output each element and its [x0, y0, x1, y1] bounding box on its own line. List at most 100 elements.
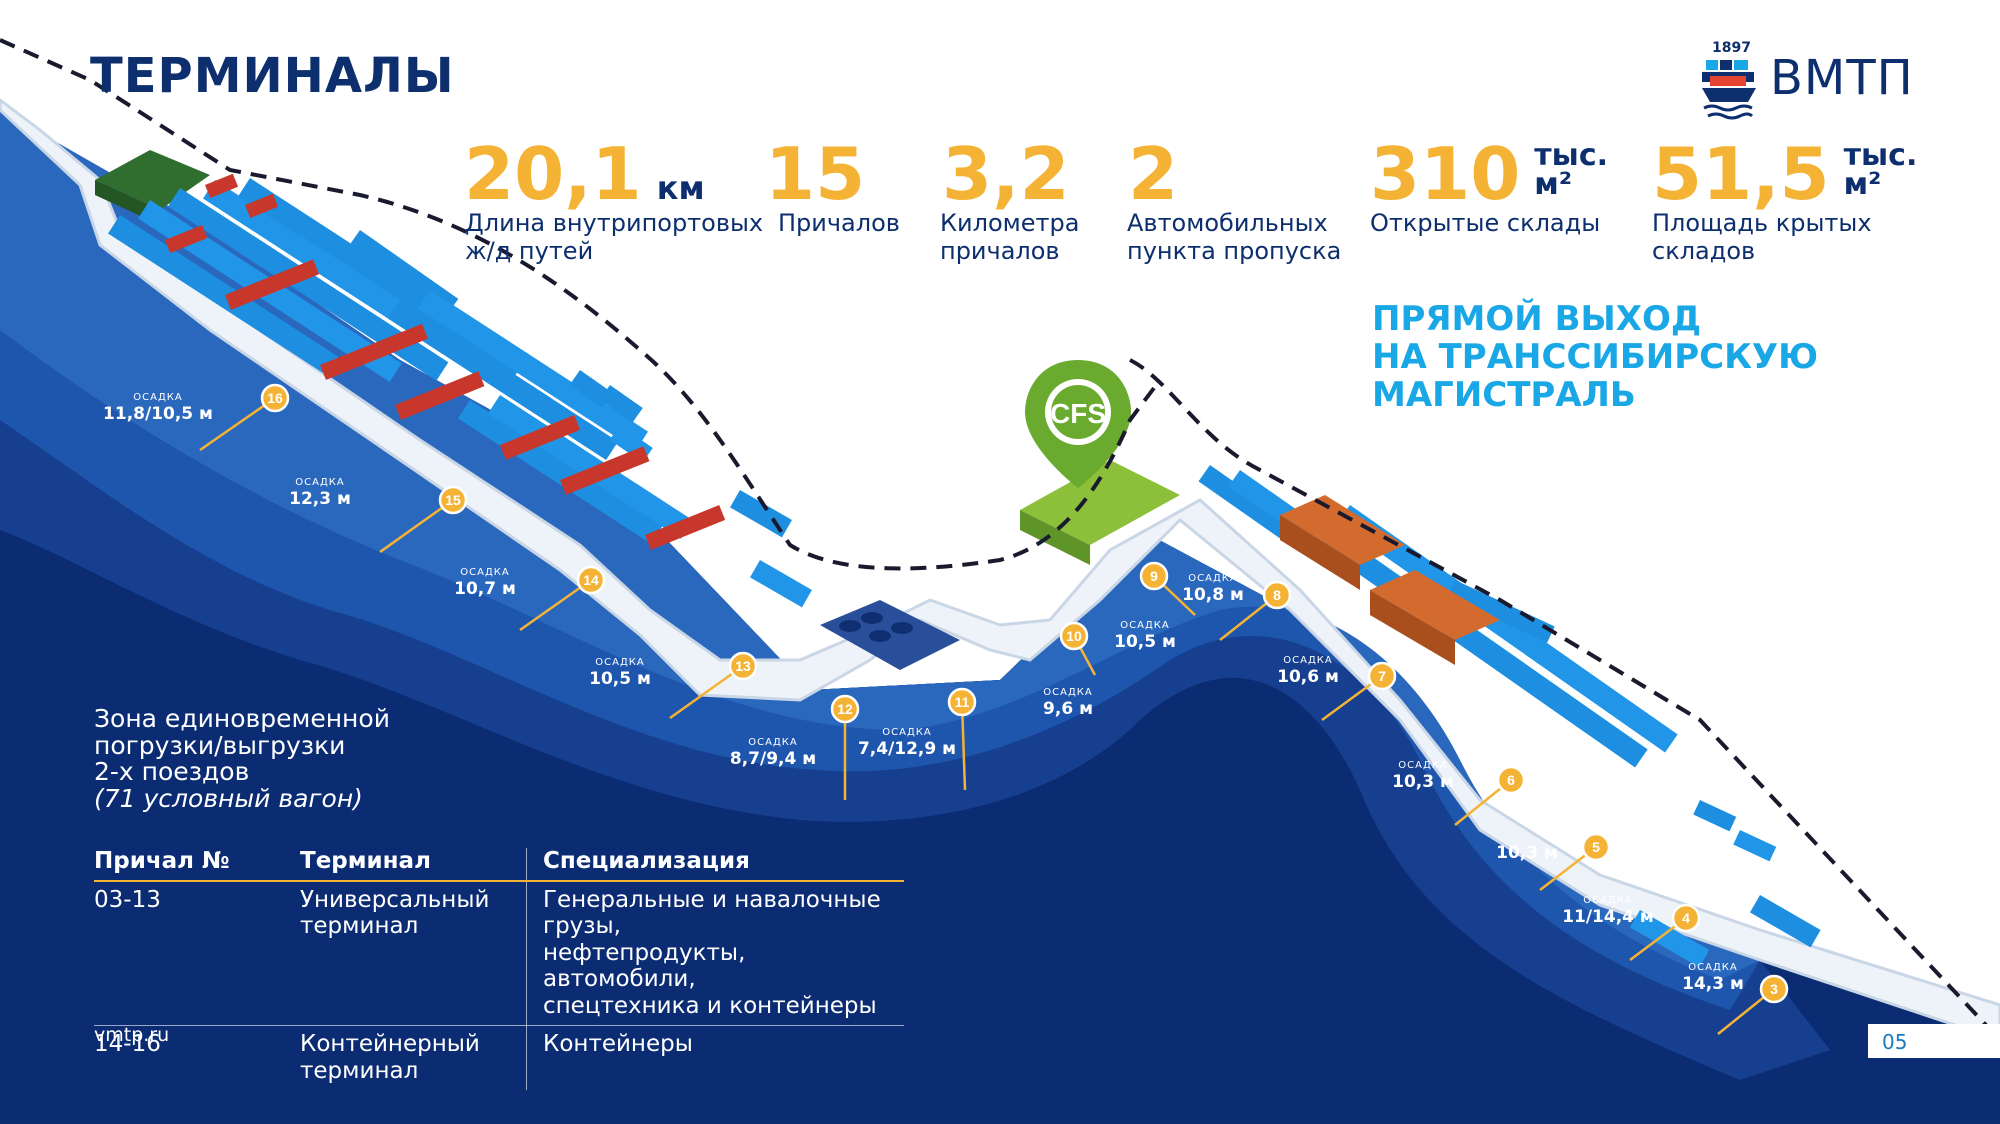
berth-marker — [1759, 974, 1789, 1004]
depth-value: 7,4/12,9 м — [857, 739, 957, 759]
stat-1-label: Длина внутрипортовых ж/д путей — [465, 209, 764, 265]
stat-5: 310 тыс. м² — [1370, 138, 1608, 210]
depth-caption: ОСАДКА — [133, 392, 183, 403]
depth-value: 11,8/10,5 м — [103, 404, 213, 424]
stat-6-unit: тыс. м² — [1843, 138, 1918, 202]
berth-number: 7 — [1378, 668, 1386, 684]
ship-logo-icon — [1702, 60, 1756, 120]
stat-4-label: Автомобильных пункта пропуска — [1127, 209, 1342, 265]
table-header-specialization: Специализация — [526, 848, 904, 882]
berth-line — [669, 664, 744, 720]
depth-value: 11/14,4 м — [1562, 907, 1654, 927]
logo-year: 1897 — [1712, 40, 1751, 56]
depth-caption: ОСАДКА — [1188, 573, 1238, 584]
berth-number: 10 — [1066, 628, 1082, 644]
stat-5-unit-bottom: м² — [1534, 166, 1572, 202]
berth-number: 6 — [1507, 772, 1515, 788]
depth-value: 12,3 м — [289, 489, 351, 509]
depth-value: 10,8 м — [1182, 585, 1244, 605]
depth-caption: ОСАДКА — [1120, 620, 1170, 631]
pier-platform — [0, 98, 2000, 1042]
stat-3-label: Километра причалов — [940, 209, 1080, 265]
berth-marker — [947, 687, 977, 717]
container-yard-left — [108, 178, 812, 608]
table-header-terminal: Терминал — [270, 848, 527, 882]
table-cell: Контейнерный терминал — [270, 1025, 527, 1091]
railway-line-left — [0, 38, 1162, 571]
table-header-row: Причал № Терминал Специализация — [94, 848, 904, 882]
berth-number: 8 — [1273, 587, 1281, 603]
stat-1: 20,1 км — [464, 138, 705, 210]
table-cell: Универсальный терминал — [270, 881, 527, 1027]
tagline: ПРЯМОЙ ВЫХОД НА ТРАНССИБИРСКУЮ МАГИСТРАЛ… — [1372, 299, 1819, 416]
depth-value: 14,3 м — [1682, 974, 1744, 994]
berth-marker — [1367, 661, 1397, 691]
stat-1-number: 20,1 — [464, 132, 642, 216]
cfs-warehouse-side — [1020, 510, 1090, 565]
berth-marker — [260, 383, 290, 413]
table-cell: 14-16 — [94, 1031, 161, 1058]
stat-6-unit-top: тыс. — [1843, 138, 1918, 173]
stat-5-unit-top: тыс. — [1534, 138, 1608, 173]
page-number: 05 — [1882, 1030, 1908, 1054]
zone-text: Зона единовременной погрузки/выгрузки 2-… — [94, 704, 390, 786]
berth-marker — [576, 565, 606, 595]
berth-number: 5 — [1592, 839, 1600, 855]
depth-caption: ОСАДКА — [1688, 962, 1738, 973]
cfs-warehouse — [1020, 460, 1180, 545]
stat-6-unit-bottom: м² — [1843, 166, 1882, 202]
website-link[interactable]: vmtp.ru — [94, 1024, 170, 1046]
berth-marker — [1496, 765, 1526, 795]
stat-2-number: 15 — [765, 132, 866, 216]
berth-number: 11 — [955, 694, 970, 710]
railway-line-right — [1129, 358, 2000, 1042]
berth-line — [379, 498, 454, 554]
cfs-pin: CFS — [1025, 360, 1131, 488]
stat-3-number: 3,2 — [942, 132, 1070, 216]
depth-caption: ОСАДКА — [595, 657, 645, 668]
berth-marker — [1139, 561, 1169, 591]
berth-marker — [830, 694, 860, 724]
table-cell: Генеральные и навалочные грузы, нефтепро… — [526, 881, 904, 1027]
depth-value: 8,7/9,4 м — [729, 749, 817, 769]
stat-3: 3,2 — [942, 138, 1070, 210]
stat-2-label: Причалов — [778, 209, 900, 237]
berth-marker — [1262, 580, 1292, 610]
depth-value: 10,6 м — [1277, 667, 1339, 687]
berth-depth-label: 10,3 м — [1496, 843, 1558, 863]
cfs-label: CFS — [1050, 398, 1106, 429]
depth-caption: ОСАДКА — [1043, 687, 1093, 698]
oil-tank-pier — [820, 600, 960, 670]
stat-6: 51,5 тыс. м² — [1652, 138, 1917, 210]
red-cranes-left — [165, 173, 726, 550]
berth-marker — [1581, 832, 1611, 862]
depth-value: 10,3 м — [1496, 843, 1558, 863]
logo-name: ВМТП — [1770, 50, 1914, 106]
page-number-box — [1868, 1024, 2000, 1058]
stat-4-number: 2 — [1128, 132, 1179, 216]
table-cell: Контейнеры — [543, 1031, 693, 1058]
stat-1-unit: км — [656, 169, 705, 207]
depth-value: 10,7 м — [454, 579, 516, 599]
berth-marker — [1671, 903, 1701, 933]
table-row: 03-13 Универсальный терминал Генеральные… — [94, 881, 904, 1027]
berth-number: 9 — [1150, 568, 1158, 584]
stat-5-label: Открытые склады — [1370, 209, 1601, 237]
stat-5-number: 310 — [1370, 132, 1521, 216]
berth-number: 16 — [267, 390, 283, 406]
stat-4: 2 — [1128, 138, 1178, 210]
depth-caption: ОСАДКА — [295, 477, 345, 488]
berth-marker — [728, 651, 758, 681]
